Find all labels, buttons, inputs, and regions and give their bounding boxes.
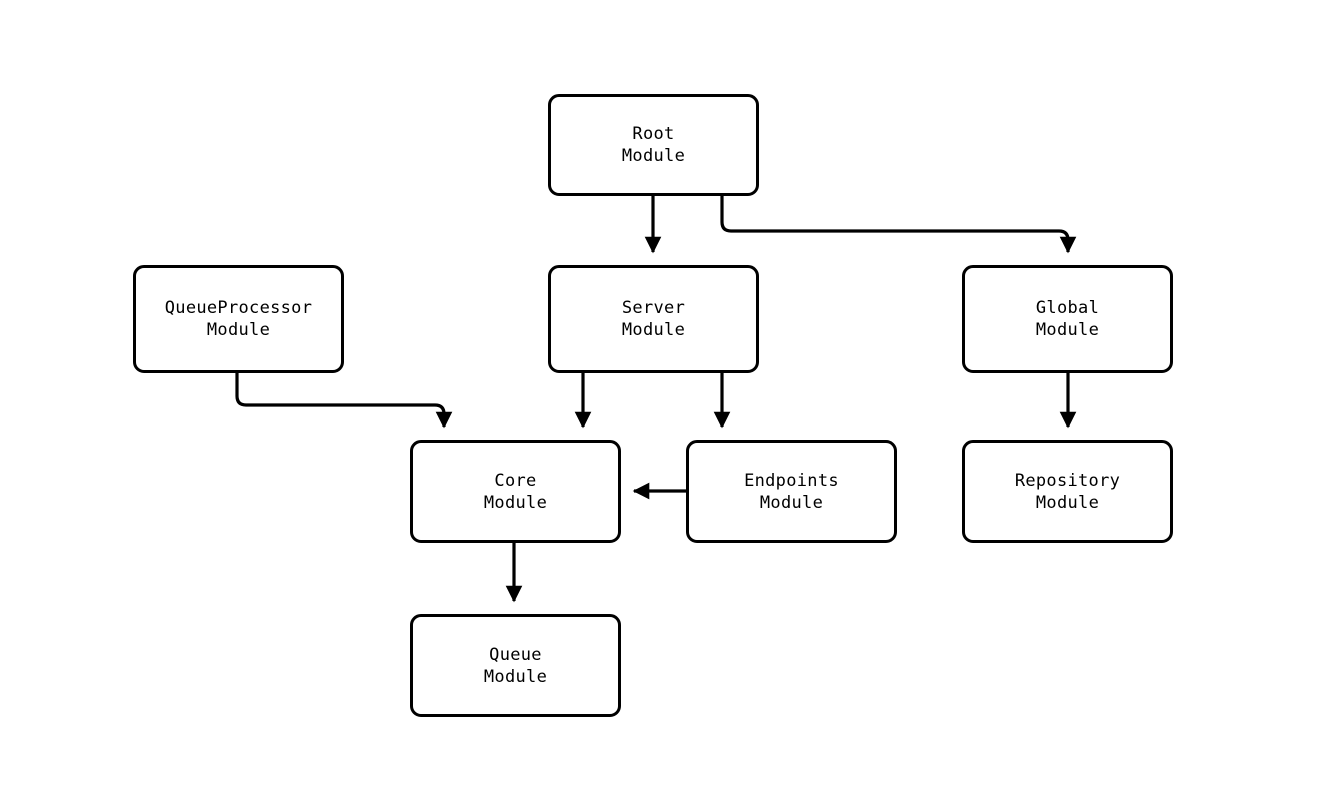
node-label-line2: Module xyxy=(621,320,686,340)
node-label-line1: Repository xyxy=(1014,470,1121,491)
edge-queueprocessor-to-core xyxy=(235,373,453,429)
node-global-module[interactable]: Global Module xyxy=(962,265,1173,373)
node-label-line2: Module xyxy=(483,492,548,513)
node-label-line1: Root xyxy=(632,124,675,144)
node-core-module[interactable]: Core Module xyxy=(410,440,621,543)
node-label-line1: Queue xyxy=(489,644,542,665)
node-label-line2: Module xyxy=(483,666,548,687)
node-label-line2: Module xyxy=(1035,492,1100,513)
node-label-line2: Module xyxy=(621,146,686,166)
node-label-line1: Core xyxy=(494,470,537,491)
node-label-line1: QueueProcessor xyxy=(164,298,313,318)
node-label-line1: Global xyxy=(1035,298,1100,318)
node-label-line2: Module xyxy=(206,320,271,340)
node-label-line2: Module xyxy=(1035,320,1100,340)
node-queueprocessor-module[interactable]: QueueProcessor Module xyxy=(133,265,344,373)
node-label-line1: Endpoints xyxy=(744,470,839,491)
edge-root-to-global xyxy=(720,196,1077,254)
node-label-line2: Module xyxy=(759,492,824,513)
node-repository-module[interactable]: Repository Module xyxy=(962,440,1173,543)
node-queue-module[interactable]: Queue Module xyxy=(410,614,621,717)
node-label-line1: Server xyxy=(621,298,686,318)
node-endpoints-module[interactable]: Endpoints Module xyxy=(686,440,897,543)
node-server-module[interactable]: Server Module xyxy=(548,265,759,373)
node-root-module[interactable]: Root Module xyxy=(548,94,759,196)
